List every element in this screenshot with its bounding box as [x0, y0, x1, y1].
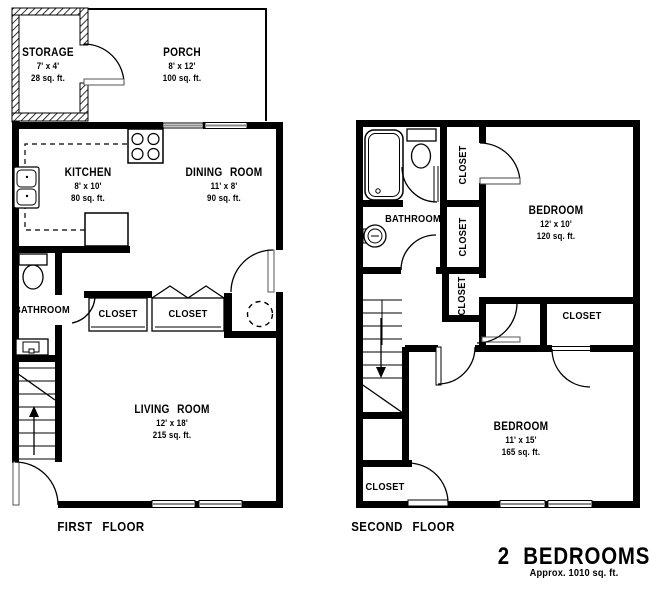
room-dims: 7' x 4': [36, 61, 60, 71]
bedroom1-door: [479, 142, 521, 185]
stairs-up: [13, 362, 62, 462]
first-closet-1: [84, 291, 152, 332]
plan-subtitle: Approx. 1010 sq. ft.: [529, 567, 619, 579]
porch-room-label: PORCH 8' x 12' 100 sq. ft.: [163, 47, 201, 84]
bedroom-closet-label: CLOSET: [562, 310, 602, 322]
room-name: PORCH: [163, 47, 201, 59]
first-bathroom-door: [71, 294, 96, 324]
first-closet-2: [151, 285, 232, 338]
kitchen-peninsula: [84, 212, 129, 247]
first-bathroom-walls: [12, 253, 62, 362]
room-dims: 12' x 10': [540, 219, 572, 229]
dining-room-label: DINING ROOM 11' x 8' 90 sq. ft.: [185, 167, 262, 204]
porch-outline: [12, 8, 267, 121]
first-floor-caption: FIRST FLOOR: [57, 519, 145, 534]
second-closet-upper-label: CLOSET: [457, 145, 469, 185]
room-name: BEDROOM: [528, 205, 584, 217]
first-floor-windows: [151, 122, 248, 508]
bedroom-closet-walls: [540, 304, 633, 388]
first-floor-plan: [11, 7, 283, 508]
second-closet-lower-label: CLOSET: [456, 276, 468, 316]
room-dims: 8' x 12': [168, 61, 196, 71]
bathtub-fixture: [364, 129, 404, 201]
stove-fixture: [127, 128, 164, 164]
plan-title: 2 BEDROOMS: [497, 543, 650, 570]
second-bathroom-label: BATHROOM: [385, 213, 441, 225]
storage-room-label: STORAGE 7' x 4' 28 sq. ft.: [22, 47, 74, 84]
second-floor-windows: [499, 500, 593, 508]
water-heater-fixture: [246, 300, 274, 328]
utility-door: [230, 249, 275, 293]
room-dims: 12' x 18': [156, 418, 188, 428]
front-door: [12, 461, 59, 506]
room-dims: 11' x 15': [505, 435, 537, 445]
kitchen-room-label: KITCHEN 8' x 10' 80 sq. ft.: [65, 167, 112, 204]
storage-door: [83, 43, 125, 86]
first-floor-outer-walls: [12, 122, 283, 508]
toilet-fixture: [18, 253, 48, 290]
room-name: KITCHEN: [64, 167, 112, 179]
room-name: BEDROOM: [493, 421, 549, 433]
room-area: 165 sq. ft.: [501, 447, 541, 457]
bedroom2-door: [435, 346, 476, 386]
first-bathroom-label: BATHROOM: [14, 304, 70, 316]
second-toilet-fixture: [406, 128, 437, 169]
hall-closet-door: [476, 302, 521, 344]
second-closet-middle-label: CLOSET: [457, 217, 469, 257]
room-name: STORAGE: [22, 47, 74, 59]
first-closet1-label: CLOSET: [98, 308, 138, 320]
bedroom2-label: BEDROOM 11' x 15' 165 sq. ft.: [494, 421, 549, 458]
tub-compartment-door: [401, 166, 439, 203]
room-area: 90 sq. ft.: [207, 193, 241, 203]
second-bathroom-walls: [356, 127, 448, 274]
water-heater-closet: [224, 300, 283, 338]
bedroom1-label: BEDROOM 12' x 10' 120 sq. ft.: [529, 205, 584, 242]
second-floor-plan: [356, 120, 640, 508]
kitchen-sink-fixture: [13, 166, 40, 209]
storage-walls: [11, 7, 89, 123]
second-bathroom-door: [400, 234, 437, 271]
kitchen-south-wall: [12, 246, 130, 253]
room-dims: 8' x 10': [74, 181, 102, 191]
room-area: 100 sq. ft.: [162, 73, 202, 83]
vanity-sink-fixture: [15, 338, 49, 356]
room-area: 215 sq. ft.: [152, 430, 192, 440]
entry-closet-label: CLOSET: [365, 481, 405, 493]
room-name: LIVING ROOM: [134, 404, 210, 416]
room-area: 120 sq. ft.: [536, 231, 576, 241]
room-dims: 11' x 8': [210, 181, 238, 191]
round-sink-fixture: [362, 224, 387, 248]
room-area: 28 sq. ft.: [31, 73, 65, 83]
room-name: DINING ROOM: [185, 167, 263, 179]
room-area: 80 sq. ft.: [71, 193, 105, 203]
entry-closet-door: [407, 462, 449, 507]
living-room-label: LIVING ROOM 12' x 18' 215 sq. ft.: [134, 404, 209, 441]
stairs-down: [356, 299, 412, 467]
hall-walls: [405, 297, 640, 352]
second-floor-caption: SECOND FLOOR: [351, 519, 455, 534]
first-closet2-label: CLOSET: [168, 308, 208, 320]
closet-column-walls: [440, 127, 486, 352]
